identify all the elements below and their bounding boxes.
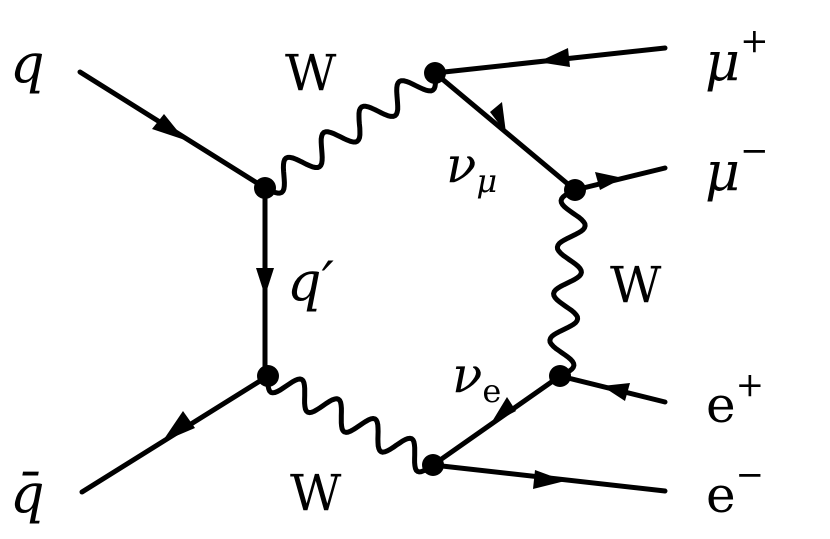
label-nu-mu-symbol: ν [446, 136, 476, 194]
vertex-w-e-minus [422, 454, 444, 476]
label-nu-e-symbol: ν [452, 346, 482, 404]
label-w-bottom: W [290, 464, 342, 522]
w-boson-top [262, 70, 438, 196]
w-boson-right [547, 187, 588, 379]
label-w-top: W [285, 44, 337, 102]
qprime-arrow [256, 268, 274, 296]
nu-mu-arrow [490, 102, 506, 133]
mu-minus-arrow [595, 172, 623, 190]
label-qprime: q′ [287, 250, 334, 313]
label-mu-minus-symbol: μ [705, 140, 740, 203]
vertex-mu-minus-w [564, 179, 586, 201]
label-mu-plus-sup: + [740, 21, 769, 61]
label-e-minus-symbol: e [706, 466, 736, 524]
label-q: q [10, 32, 45, 95]
label-e-minus-sup: − [736, 455, 765, 495]
label-e-plus-symbol: e [706, 376, 736, 434]
e-plus-arrow [602, 383, 630, 401]
nu-e-arrow [490, 397, 516, 425]
label-mu-minus: μ− [705, 131, 769, 203]
label-e-minus: e− [706, 455, 764, 524]
label-nu-e: νe [452, 346, 501, 410]
label-qbar: q̄ [10, 462, 45, 525]
vertex-q-w [254, 177, 276, 199]
w-boson-bottom [265, 373, 436, 475]
label-mu-minus-sup: − [740, 131, 769, 171]
mu-plus-arrow [538, 48, 570, 67]
vertex-w-mu-plus [424, 62, 446, 84]
antiquark-arrow [162, 411, 195, 442]
label-nu-e-subscript: e [482, 372, 501, 410]
label-nu-mu: νμ [446, 136, 497, 200]
label-mu-plus-symbol: μ [705, 30, 740, 93]
label-w-right: W [610, 256, 662, 314]
label-nu-mu-subscript: μ [476, 162, 497, 200]
vertex-w-e-plus [549, 365, 571, 387]
vertex-qbar-w [257, 365, 279, 387]
label-e-plus-sup: + [736, 365, 765, 405]
e-minus-arrow [533, 470, 565, 489]
label-e-plus: e+ [706, 365, 764, 434]
label-mu-plus: μ+ [705, 21, 769, 93]
incoming-quark-arrow [152, 114, 185, 140]
